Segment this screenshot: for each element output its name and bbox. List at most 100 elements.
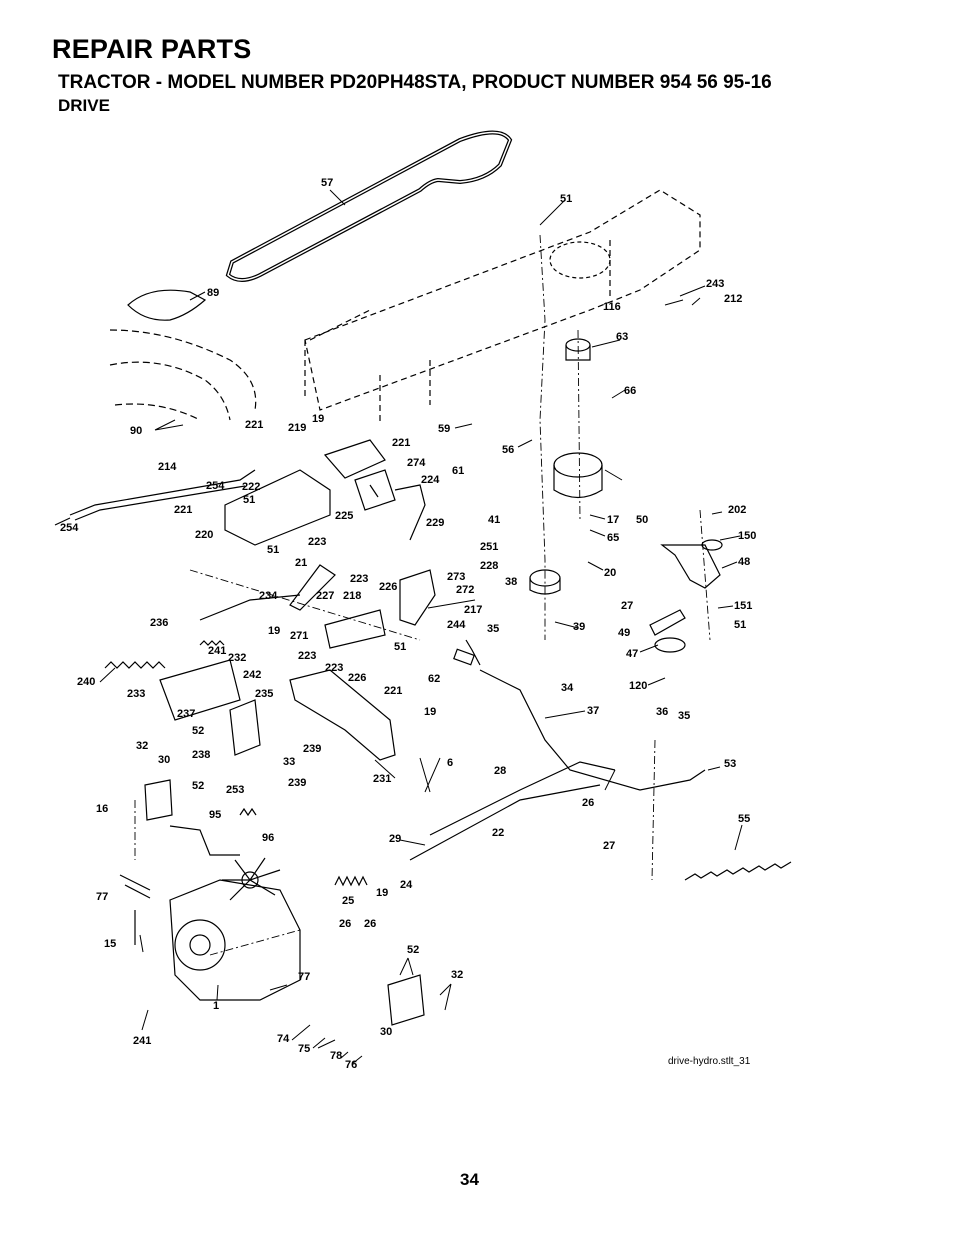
part-callout: 223: [298, 650, 316, 662]
transmission-shape: [169, 879, 301, 1001]
part-callout: 16: [96, 803, 108, 815]
part-callout: 243: [706, 278, 724, 290]
part-callout: 49: [618, 627, 630, 639]
spring-55-shape: [684, 861, 792, 881]
part-callout: 271: [290, 630, 308, 642]
part-callout: 239: [288, 777, 306, 789]
part-callout: 51: [243, 494, 255, 506]
rod-34-shape: [479, 669, 706, 791]
part-callout: 32: [451, 969, 463, 981]
part-callout: 231: [373, 773, 391, 785]
fender-outline-shape: [109, 329, 257, 421]
frame-outline-shape: [304, 189, 701, 425]
part-callout: 229: [426, 517, 444, 529]
fan-shape: [222, 857, 281, 901]
part-callout: 274: [407, 457, 426, 469]
part-callout: 96: [262, 832, 274, 844]
spring-240-shape: [104, 661, 166, 669]
part-callout: 235: [255, 688, 273, 700]
bushing-62-shape: [453, 648, 475, 666]
part-callout: 39: [573, 621, 585, 633]
idler-bracket-48-shape: [660, 544, 721, 589]
part-callout: 251: [480, 541, 498, 553]
part-callout: 52: [407, 944, 419, 956]
spring-25-shape: [334, 875, 368, 887]
part-callout: 19: [376, 887, 388, 899]
part-callout: 76: [345, 1059, 357, 1071]
part-callout: 26: [339, 918, 351, 930]
part-callout: 25: [342, 895, 354, 907]
part-callout: 221: [245, 419, 263, 431]
bracket-49-shape: [649, 609, 686, 636]
part-callout: 50: [636, 514, 648, 526]
shaft-95-shape: [169, 825, 240, 856]
part-callout: 19: [424, 706, 436, 718]
part-callout: 35: [678, 710, 690, 722]
part-callout: 241: [208, 645, 226, 657]
part-callout: 95: [209, 809, 221, 821]
part-callout: 57: [321, 177, 333, 189]
lever-234-shape: [199, 594, 301, 621]
belt-57-shape: [225, 130, 513, 282]
part-callout: 214: [158, 461, 177, 473]
part-callout: 27: [621, 600, 633, 612]
part-callout: 150: [738, 530, 756, 542]
part-callout: 26: [582, 797, 594, 809]
axle-plate-231-shape: [289, 669, 396, 761]
part-callout: 75: [298, 1043, 310, 1055]
brake-pedal-274-shape: [354, 469, 396, 511]
centerlines-shape: [134, 234, 711, 956]
part-callout: 21: [295, 557, 307, 569]
part-callout: 217: [464, 604, 482, 616]
part-callout: 19: [268, 625, 280, 637]
part-callout: 33: [283, 756, 295, 768]
page-title: REPAIR PARTS: [52, 34, 252, 64]
part-callout: 51: [267, 544, 279, 556]
part-callout: 78: [330, 1050, 342, 1062]
part-callout: 254: [60, 522, 79, 534]
part-callout: 226: [348, 672, 366, 684]
page-number: 34: [460, 1170, 479, 1189]
mount-bracket-30-upper-shape: [144, 779, 173, 821]
part-callout: 224: [421, 474, 440, 486]
part-callout: 223: [308, 536, 326, 548]
part-callout: 15: [104, 938, 116, 950]
part-callout: 52: [192, 780, 204, 792]
part-callout: 240: [77, 676, 95, 688]
part-callout: 37: [587, 705, 599, 717]
pulley-150-shape: [701, 539, 723, 551]
part-callout: 233: [127, 688, 145, 700]
part-callout: 242: [243, 669, 261, 681]
leader-lines-shape: [99, 189, 743, 1065]
part-callout: 221: [384, 685, 402, 697]
part-callout: 77: [96, 891, 108, 903]
part-callout: 223: [350, 573, 368, 585]
part-callout: 30: [380, 1026, 392, 1038]
part-callout: 52: [192, 725, 204, 737]
part-callout: 1: [213, 1000, 219, 1012]
part-callout: 66: [624, 385, 636, 397]
part-callout: 28: [494, 765, 506, 777]
part-callout: 273: [447, 571, 465, 583]
drive-rod-214-shape: [69, 469, 256, 516]
part-callout: 89: [207, 287, 219, 299]
part-callout: 219: [288, 422, 306, 434]
part-callout: 30: [158, 754, 170, 766]
diagram-caption: drive-hydro.stlt_31: [668, 1056, 751, 1067]
part-callout: 65: [607, 532, 619, 544]
part-callout: 41: [488, 514, 500, 526]
part-callout: 225: [335, 510, 353, 522]
part-callout: 17: [607, 514, 619, 526]
part-callout: 212: [724, 293, 742, 305]
part-callout: 241: [133, 1035, 151, 1047]
rod-28-shape: [429, 761, 616, 836]
part-callout: 116: [603, 301, 621, 313]
part-callout: 59: [438, 423, 450, 435]
part-callout: 56: [502, 444, 514, 456]
part-callout: 63: [616, 331, 628, 343]
part-callout: 38: [505, 576, 517, 588]
part-callout: 35: [487, 623, 499, 635]
part-callout: 6: [447, 757, 453, 769]
